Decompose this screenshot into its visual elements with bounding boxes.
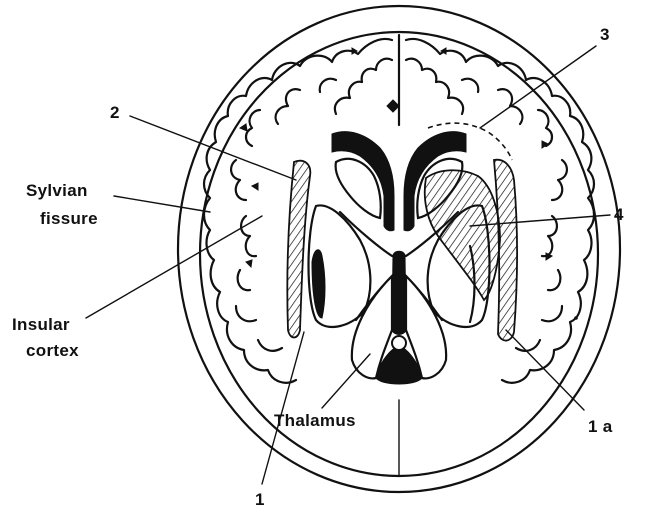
label-3: 3 [600,25,610,44]
label-sylvian-line2: fissure [40,209,98,228]
leader-line-2 [130,116,296,180]
leader-line-thalamus [322,354,370,408]
label-sylvian-line1: Sylvian [26,181,88,200]
left-insular-strip-2 [287,161,310,338]
leader-line-3 [480,46,596,128]
label-4: 4 [614,205,624,224]
aqueduct [392,336,406,350]
label-insular-line1: Insular [12,315,70,334]
label-1: 1 [255,490,265,509]
leader-line-sylvian [114,196,210,212]
small-dot [574,316,578,320]
leader-line-1 [262,332,304,484]
label-2: 2 [110,103,120,122]
third-ventricle [392,251,406,334]
label-1a: 1 a [588,417,613,436]
leader-line-insular [86,216,262,318]
leader-line-1a [506,330,584,410]
label-thalamus: Thalamus [274,411,356,430]
label-insular-line2: cortex [26,341,79,360]
